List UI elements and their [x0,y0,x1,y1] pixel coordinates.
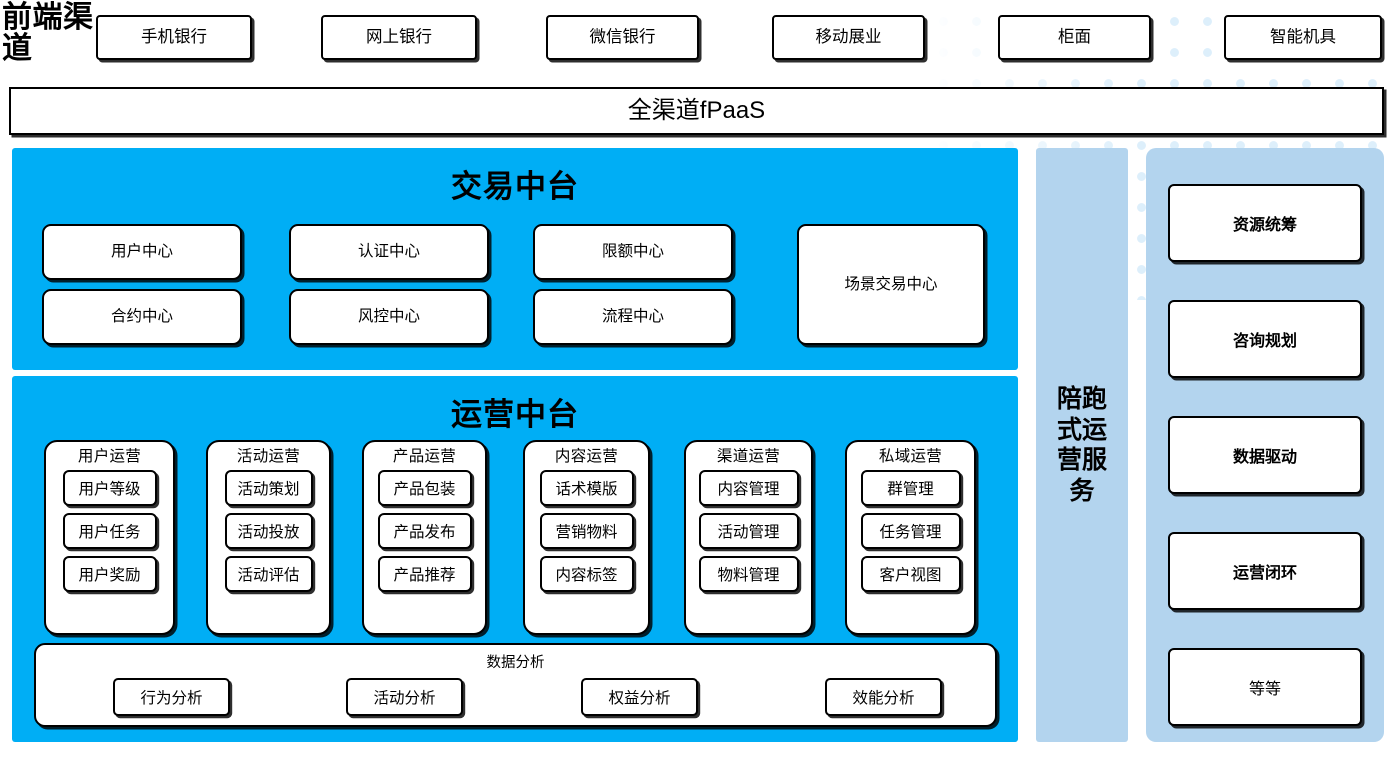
operation-column-channel[interactable]: 渠道运营 内容管理 活动管理 物料管理 [684,440,813,635]
capability-item-closed-loop[interactable]: 运营闭环 [1168,532,1362,610]
channel-label: 微信银行 [589,28,656,47]
operation-center-title: 运营中台 [451,397,579,432]
data-analysis-item[interactable]: 行为分析 [113,678,230,716]
service-column-label: 陪跑式运营服务 [1056,385,1107,505]
trade-center-panel: 交易中台 用户中心 认证中心 限额中心 合约中心 风控中心 流程中心 场景交易中… [12,148,1018,370]
fpaas-label: 全渠道fPaaS [627,97,766,124]
operation-item[interactable]: 产品包装 [377,469,472,506]
channel-label: 柜面 [1058,28,1091,47]
operation-item[interactable]: 活动管理 [698,512,799,549]
channel-label: 手机银行 [141,28,207,47]
operation-item[interactable]: 内容标签 [539,555,634,592]
capability-item-consulting[interactable]: 咨询规划 [1168,300,1362,378]
frontend-channel-label: 前端渠道 [2,1,94,66]
operation-column-private-domain[interactable]: 私域运营 群管理 任务管理 客户视图 [845,440,976,635]
trade-card-label: 流程中心 [601,308,664,326]
operation-column-items: 活动策划 活动投放 活动评估 [208,469,329,634]
operation-item[interactable]: 群管理 [860,469,961,506]
trade-card-label: 用户中心 [110,243,173,261]
capability-panel: 资源统筹 咨询规划 数据驱动 运营闭环 等等 [1146,148,1384,742]
operation-column-items: 产品包装 产品发布 产品推荐 [364,469,485,634]
channel-box-wechat-bank[interactable]: 微信银行 [546,15,699,60]
operation-column-product[interactable]: 产品运营 产品包装 产品发布 产品推荐 [362,440,487,635]
operation-item[interactable]: 客户视图 [860,555,961,592]
operation-column-activity[interactable]: 活动运营 活动策划 活动投放 活动评估 [206,440,331,635]
operation-item[interactable]: 用户奖励 [62,555,157,592]
trade-card-label: 认证中心 [357,243,420,261]
operation-column-items: 群管理 任务管理 客户视图 [847,469,974,634]
operation-item[interactable]: 内容管理 [698,469,799,506]
data-analysis-item[interactable]: 活动分析 [346,678,463,716]
trade-card-contract-center[interactable]: 合约中心 [42,289,242,345]
trade-card-process-center[interactable]: 流程中心 [533,289,733,345]
operation-column-content[interactable]: 内容运营 话术模版 营销物料 内容标签 [523,440,650,635]
channel-box-counter[interactable]: 柜面 [998,15,1151,60]
accompanying-operation-service-column[interactable]: 陪跑式运营服务 [1036,148,1128,742]
operation-column-title: 渠道运营 [716,448,781,465]
omnichannel-fpaas-bar[interactable]: 全渠道fPaaS [9,87,1384,135]
operation-item[interactable]: 任务管理 [860,512,961,549]
operation-item[interactable]: 营销物料 [539,512,634,549]
operation-column-title: 用户运营 [77,448,142,465]
operation-item[interactable]: 活动策划 [224,469,313,506]
channel-label: 智能机具 [1270,28,1336,47]
operation-column-items: 用户等级 用户任务 用户奖励 [46,469,173,634]
channel-box-mobile-business[interactable]: 移动展业 [772,15,925,60]
data-analysis-title: 数据分析 [486,655,545,671]
operation-item[interactable]: 活动投放 [224,512,313,549]
channel-label: 移动展业 [815,28,882,47]
channel-box-online-bank[interactable]: 网上银行 [321,15,477,60]
operation-column-items: 话术模版 营销物料 内容标签 [525,469,648,634]
operation-item[interactable]: 产品推荐 [377,555,472,592]
channel-box-mobile-bank[interactable]: 手机银行 [96,15,252,60]
operation-item[interactable]: 产品发布 [377,512,472,549]
trade-card-label: 风控中心 [357,308,420,326]
data-analysis-box: 数据分析 行为分析 活动分析 权益分析 效能分析 [34,643,997,727]
operation-center-panel: 运营中台 用户运营 用户等级 用户任务 用户奖励 活动运营 活动策划 活动投放 … [12,376,1018,742]
operation-column-title: 私域运营 [878,448,943,465]
operation-column-title: 活动运营 [236,448,301,465]
trade-center-title: 交易中台 [451,169,579,204]
operation-item[interactable]: 话术模版 [539,469,634,506]
operation-item[interactable]: 用户等级 [62,469,157,506]
data-analysis-item[interactable]: 权益分析 [581,678,698,716]
trade-card-limit-center[interactable]: 限额中心 [533,224,733,280]
trade-card-risk-center[interactable]: 风控中心 [289,289,489,345]
capability-item-resource[interactable]: 资源统筹 [1168,184,1362,262]
channel-label: 网上银行 [366,28,432,47]
operation-column-items: 内容管理 活动管理 物料管理 [686,469,811,634]
operation-column-user[interactable]: 用户运营 用户等级 用户任务 用户奖励 [44,440,175,635]
operation-item[interactable]: 物料管理 [698,555,799,592]
trade-card-label: 合约中心 [110,308,173,326]
operation-column-title: 内容运营 [554,448,619,465]
channel-box-smart-machine[interactable]: 智能机具 [1224,15,1382,60]
trade-card-user-center[interactable]: 用户中心 [42,224,242,280]
data-analysis-item[interactable]: 效能分析 [825,678,942,716]
trade-card-label: 场景交易中心 [844,275,938,293]
trade-card-label: 限额中心 [601,243,664,261]
operation-item[interactable]: 用户任务 [62,512,157,549]
capability-item-etc[interactable]: 等等 [1168,648,1362,726]
capability-item-data-driven[interactable]: 数据驱动 [1168,416,1362,494]
operation-column-title: 产品运营 [392,448,457,465]
trade-card-auth-center[interactable]: 认证中心 [289,224,489,280]
operation-item[interactable]: 活动评估 [224,555,313,592]
trade-card-scene-transaction-center[interactable]: 场景交易中心 [797,224,985,345]
